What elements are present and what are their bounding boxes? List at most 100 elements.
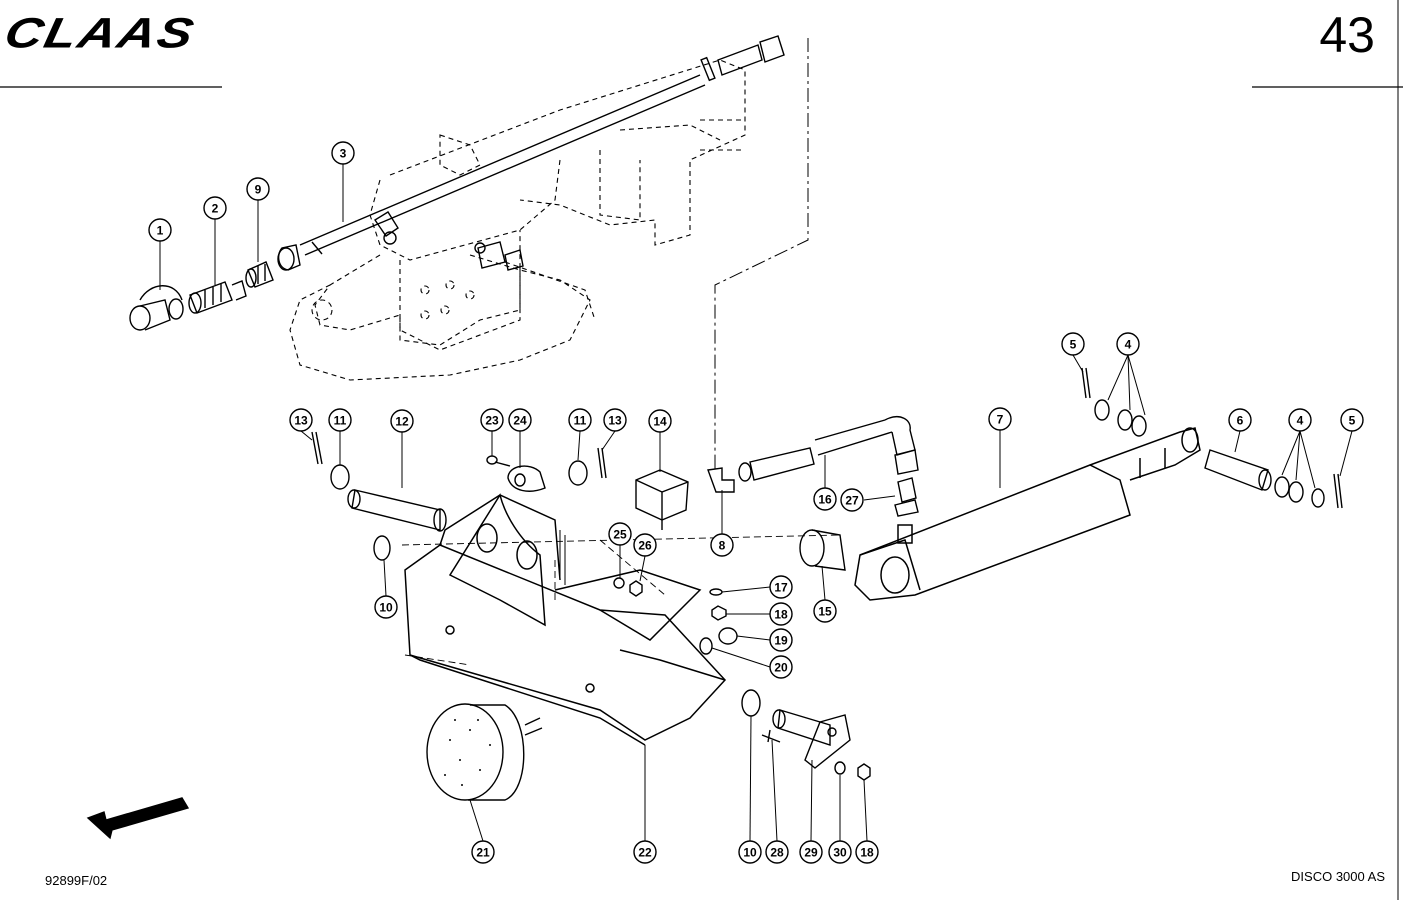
callout-19: 19 [769, 628, 793, 652]
callout-circle [608, 522, 632, 546]
callout-circle [799, 840, 823, 864]
callout-label: 4 [1297, 414, 1304, 428]
part-5-spring-pin-upper [1081, 367, 1091, 399]
part-10-ring-upper [373, 535, 391, 561]
callout-label: 6 [1237, 414, 1244, 428]
callout-label: 10 [379, 601, 393, 615]
callout-circle [813, 487, 837, 511]
part-15-bushing [799, 529, 846, 571]
part-4-ring-b [1288, 481, 1304, 503]
callout-6: 6 [1228, 408, 1252, 432]
callout-label: 10 [743, 846, 757, 860]
bracket-alignment-lines [401, 534, 841, 666]
part-6-pin [1204, 449, 1272, 491]
callout-label: 20 [774, 661, 788, 675]
callout-5: 5 [1340, 408, 1364, 432]
part-21-buffer [426, 703, 543, 801]
part-7-hydraulic-cylinder [854, 427, 1201, 601]
callout-30: 30 [828, 840, 852, 864]
callout-13: 13 [603, 408, 627, 432]
callout-label: 28 [770, 846, 784, 860]
drawing-number: 92899F/02 [45, 873, 108, 888]
callout-12: 12 [390, 409, 414, 433]
callout-label: 19 [774, 634, 788, 648]
callout-7: 7 [988, 407, 1012, 431]
callout-circle [813, 599, 837, 623]
hose-coupling-middle [474, 241, 524, 271]
callout-label: 13 [294, 414, 308, 428]
part-24-clamp [507, 465, 546, 492]
callout-14: 14 [648, 409, 672, 433]
callout-21: 21 [471, 840, 495, 864]
callout-circle [1228, 408, 1252, 432]
callout-label: 18 [860, 846, 874, 860]
callout-2: 2 [203, 196, 227, 220]
callout-circle [769, 628, 793, 652]
callout-label: 5 [1349, 414, 1356, 428]
callout-circle [855, 840, 879, 864]
part-18-nut-upper [711, 605, 727, 621]
part-1-dust-cap [129, 285, 184, 331]
callout-16: 16 [813, 487, 837, 511]
callout-5: 5 [1061, 332, 1085, 356]
callout-leaders [159, 164, 1353, 842]
callout-circle [1116, 332, 1140, 356]
callout-circle [769, 602, 793, 626]
callout-circle [1340, 408, 1364, 432]
callout-circle [480, 408, 504, 432]
part-18-nut-lower [857, 763, 871, 781]
callout-3: 3 [331, 141, 355, 165]
callout-label: 9 [255, 183, 262, 197]
callout-18: 18 [769, 602, 793, 626]
callout-circle [289, 408, 313, 432]
callout-circle [828, 840, 852, 864]
callout-circle [633, 533, 657, 557]
callout-circle [374, 595, 398, 619]
callout-label: 16 [818, 493, 832, 507]
part-29-pin-plate [772, 709, 851, 769]
callout-label: 8 [719, 539, 726, 553]
part-4-ring-a [1274, 476, 1290, 498]
callout-circle [508, 408, 532, 432]
part-13-spring-pin-left [311, 431, 323, 465]
callout-label: 18 [774, 608, 788, 622]
part-11-ring-right [568, 460, 588, 486]
callout-circle [603, 408, 627, 432]
callout-10: 10 [374, 595, 398, 619]
callout-4: 4 [1116, 332, 1140, 356]
callout-20: 20 [769, 655, 793, 679]
part-3-hydraulic-hose [277, 35, 785, 271]
callout-circle [769, 655, 793, 679]
callout-22: 22 [633, 840, 657, 864]
part-20-washer [699, 637, 713, 655]
callout-18: 18 [855, 840, 879, 864]
callout-11: 11 [568, 408, 592, 432]
callout-11: 11 [328, 408, 352, 432]
callout-label: 30 [833, 846, 847, 860]
callout-25: 25 [608, 522, 632, 546]
callout-circle [331, 141, 355, 165]
callout-13: 13 [289, 408, 313, 432]
part-4-ring-c [1311, 488, 1325, 508]
callout-label: 27 [845, 494, 859, 508]
callout-23: 23 [480, 408, 504, 432]
assembly-leader-line [714, 38, 809, 470]
part-30-washer [834, 761, 846, 775]
callout-29: 29 [799, 840, 823, 864]
callout-label: 17 [774, 581, 788, 595]
callout-4: 4 [1288, 408, 1312, 432]
callout-label: 24 [513, 414, 527, 428]
callout-label: 22 [638, 846, 652, 860]
callout-label: 29 [804, 846, 818, 860]
callout-1: 1 [148, 218, 172, 242]
callout-circle [568, 408, 592, 432]
part-25-washer [613, 577, 625, 589]
callout-28: 28 [765, 840, 789, 864]
callout-circle [988, 407, 1012, 431]
part-4-ring-e [1117, 409, 1133, 431]
callout-circle [328, 408, 352, 432]
callout-label: 3 [340, 147, 347, 161]
callout-circle [710, 533, 734, 557]
callout-8: 8 [710, 533, 734, 557]
